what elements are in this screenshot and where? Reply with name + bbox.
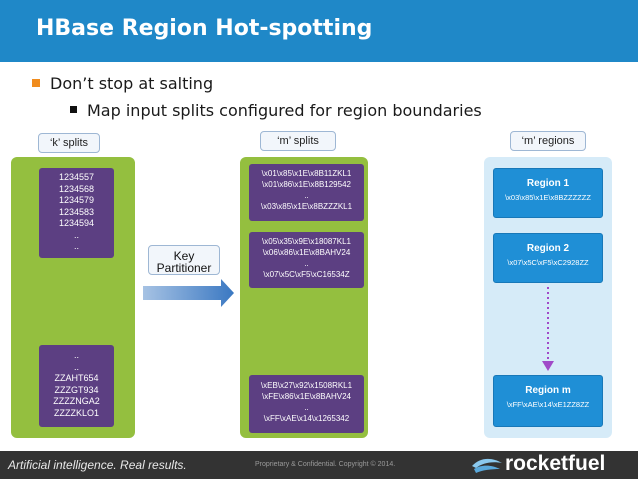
footer-tagline: Artificial intelligence. Real results.: [8, 458, 187, 472]
region-key: \xFF\xAE\x14\xE1ZZ8ZZ: [506, 400, 590, 409]
key-partitioner-box: [148, 245, 220, 275]
k-split-value: ZZZZKLO1: [53, 407, 99, 418]
region-1: Region 1 \x03\x85\x1E\x8BZZZZZZ: [493, 168, 603, 218]
k-split-value: ZZZZNGA2: [53, 396, 100, 406]
slide-title: HBase Region Hot-spotting: [36, 16, 373, 41]
m-splits-label: ‘m’ splits: [260, 131, 336, 151]
k-split-value: ..: [73, 241, 79, 251]
m-split-key: \xFE\x86\x1E\x8BAHV24: [262, 392, 351, 401]
k-split-value: ZZZGT934: [54, 384, 99, 395]
m-split-key: \x07\x5C\xF5\xC16534Z: [263, 270, 350, 279]
k-split-value: 1234583: [58, 206, 95, 217]
k-splits-label: ‘k’ splits: [38, 133, 100, 153]
bullet-level-1-text: Don’t stop at salting: [50, 74, 214, 93]
m-split-box-1: \x01\x85\x1E\x8B11ZKL1 \x01\x86\x1E\x8B1…: [249, 164, 364, 221]
k-split-value: ..: [73, 229, 79, 240]
m-split-key: \x01\x85\x1E\x8B11ZKL1: [261, 169, 352, 178]
key-partitioner-label: Key Partitioner: [150, 250, 218, 274]
k-splits-top-box: 1234557 1234568 1234579 1234583 1234594 …: [39, 168, 114, 258]
key-partitioner-line2: Partitioner: [156, 261, 212, 275]
m-regions-label: ‘m’ regions: [510, 131, 586, 151]
title-bar: [0, 0, 638, 62]
m-split-key: \x05\x35\x9E\x18087KL1: [262, 237, 351, 246]
k-split-value: 1234579: [58, 195, 95, 205]
m-split-box-3: \xEB\x27\x92\x1508RKL1 \xFE\x86\x1E\x8BA…: [249, 375, 364, 433]
region-key: \x07\x5C\xF5\xC2928ZZ: [507, 258, 589, 267]
region-2: Region 2 \x07\x5C\xF5\xC2928ZZ: [493, 233, 603, 283]
m-split-key: \x03\x85\x1E\x8BZZZKL1: [260, 202, 353, 211]
region-m: Region m \xFF\xAE\x14\xE1ZZ8ZZ: [493, 375, 603, 427]
bullet-level-2-text: Map input splits configured for region b…: [87, 101, 482, 120]
square-bullet-icon: [70, 106, 77, 113]
k-splits-bottom-box: .. .. ZZAHT654 ZZZGT934 ZZZZNGA2 ZZZZKLO…: [39, 345, 114, 427]
k-split-value: 1234594: [58, 218, 95, 228]
m-split-key: \x06\x86\x1E\x8BAHV24: [262, 248, 351, 257]
k-split-value: 1234557: [58, 172, 95, 182]
m-split-box-2: \x05\x35\x9E\x18087KL1 \x06\x86\x1E\x8BA…: [249, 232, 364, 288]
m-split-key: ..: [304, 191, 309, 200]
bullet-level-2: Map input splits configured for region b…: [70, 101, 482, 120]
k-split-value: ZZAHT654: [54, 373, 99, 383]
m-split-key: \xFF\xAE\x14\x1265342: [263, 414, 350, 423]
rocketfuel-logo: rocketfuel: [505, 452, 606, 475]
m-split-key: \x01\x86\x1E\x8B129542: [262, 180, 351, 189]
square-bullet-icon: [32, 78, 40, 87]
k-split-value: 1234568: [58, 183, 95, 194]
bullet-level-1: Don’t stop at salting: [32, 74, 213, 93]
region-name: Region 2: [526, 243, 570, 254]
m-split-key: \xEB\x27\x92\x1508RKL1: [260, 381, 353, 390]
k-split-value: ..: [73, 350, 79, 360]
key-partitioner-line1: Key: [173, 249, 195, 263]
region-key: \x03\x85\x1E\x8BZZZZZZ: [505, 193, 591, 202]
footer-bar: [0, 451, 638, 479]
k-split-value: ..: [73, 361, 79, 372]
region-name: Region m: [525, 385, 571, 396]
right-arrow-icon: [143, 279, 234, 307]
region-name: Region 1: [526, 178, 570, 189]
dotted-down-arrow-icon: [542, 287, 554, 371]
m-split-key: ..: [304, 403, 309, 412]
rocketfuel-logo-icon: [472, 458, 502, 473]
footer-copyright: Proprietary & Confidential. Copyright © …: [255, 461, 396, 468]
m-split-key: ..: [304, 259, 309, 268]
